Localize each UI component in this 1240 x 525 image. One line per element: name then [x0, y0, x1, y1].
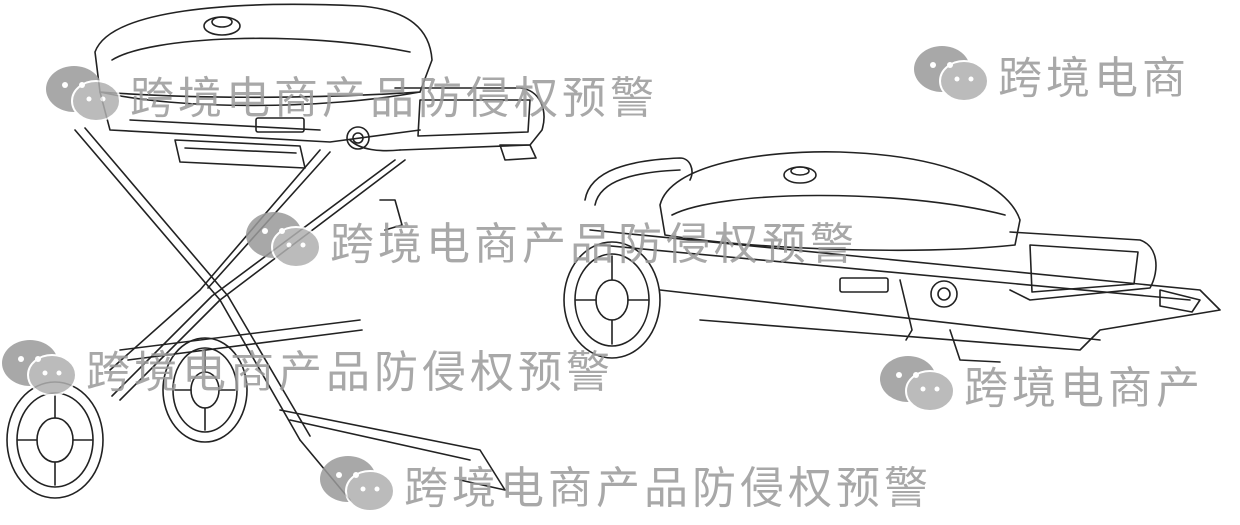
watermark: 跨境电商产 [878, 352, 1204, 416]
watermark: 跨境电商产品防侵权预警 [318, 452, 932, 516]
watermark-text: 跨境电商 [998, 53, 1190, 104]
standing-grill [6, 3, 545, 501]
watermark-text: 跨境电商产品防侵权预警 [130, 73, 658, 124]
wechat-logo-icon [44, 63, 124, 125]
wechat-logo-icon [912, 43, 992, 105]
watermark-text: 跨境电商产 [964, 363, 1204, 414]
watermark-text: 跨境电商产品防侵权预警 [404, 463, 932, 514]
wechat-logo-icon [878, 353, 958, 415]
wechat-logo-icon [318, 453, 398, 515]
wechat-logo-icon [244, 209, 324, 271]
watermark: 跨境电商产品防侵权预警 [244, 208, 858, 272]
watermark: 跨境电商 [912, 42, 1190, 106]
watermark: 跨境电商产品防侵权预警 [0, 336, 614, 400]
watermark: 跨境电商产品防侵权预警 [44, 62, 658, 126]
wechat-logo-icon [0, 337, 80, 399]
watermark-text: 跨境电商产品防侵权预警 [86, 347, 614, 398]
watermark-text: 跨境电商产品防侵权预警 [330, 219, 858, 270]
folded-grill [563, 151, 1221, 363]
